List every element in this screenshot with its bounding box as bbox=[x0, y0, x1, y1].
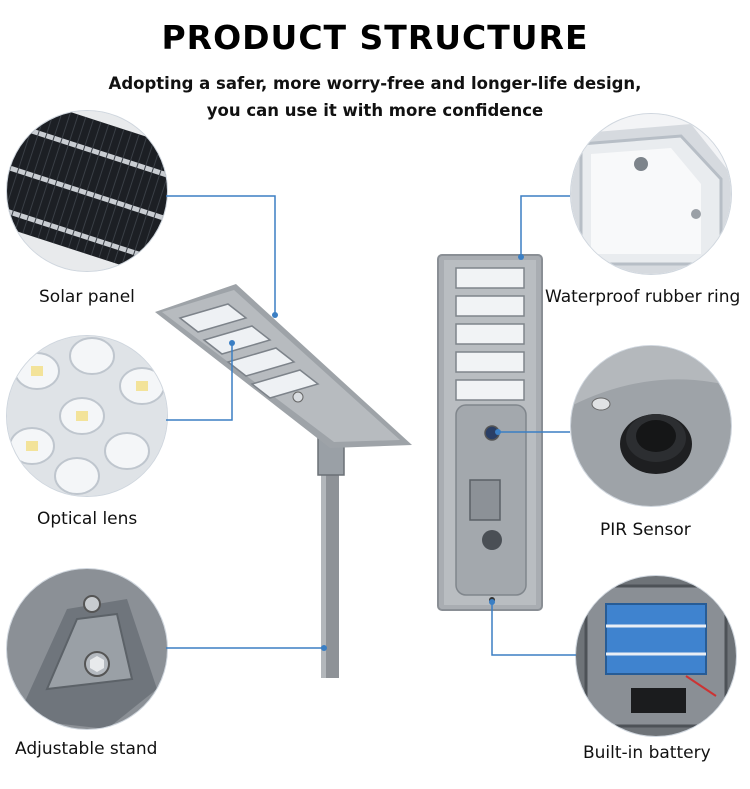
battery-icon bbox=[576, 576, 736, 736]
label-battery: Built-in battery bbox=[583, 743, 711, 763]
label-pir-sensor: PIR Sensor bbox=[600, 520, 691, 540]
waterproof-ring-closeup bbox=[570, 113, 732, 275]
subtitle-line-1: Adopting a safer, more worry-free and lo… bbox=[108, 74, 642, 93]
adjustable-stand-icon bbox=[7, 569, 167, 729]
optical-lens-closeup bbox=[6, 335, 168, 497]
page-title: PRODUCT STRUCTURE bbox=[161, 18, 589, 57]
pir-sensor-closeup bbox=[570, 345, 732, 507]
solar-panel-icon bbox=[7, 111, 167, 271]
label-solar-panel: Solar panel bbox=[39, 287, 135, 307]
pir-sensor-icon bbox=[571, 346, 731, 506]
label-adjustable-stand: Adjustable stand bbox=[15, 739, 158, 759]
waterproof-ring-icon bbox=[571, 114, 731, 274]
solar-panel-closeup bbox=[6, 110, 168, 272]
subtitle-line-2: you can use it with more confidence bbox=[206, 101, 544, 120]
battery-closeup bbox=[575, 575, 737, 737]
page-subtitle: Adopting a safer, more worry-free and lo… bbox=[0, 70, 750, 124]
label-waterproof-ring: Waterproof rubber ring bbox=[545, 287, 741, 307]
adjustable-stand-closeup bbox=[6, 568, 168, 730]
label-optical-lens: Optical lens bbox=[37, 509, 138, 529]
